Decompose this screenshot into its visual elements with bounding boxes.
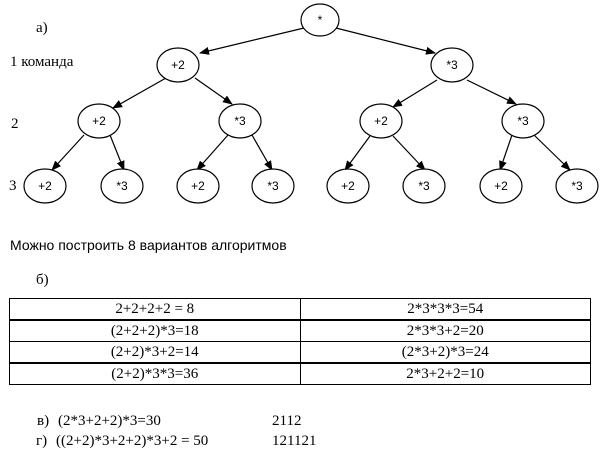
node-root-label: *	[318, 13, 323, 27]
node-l3h-label: *3	[571, 179, 583, 193]
part-a-label: а)	[36, 20, 48, 36]
edge-root-l1a	[199, 27, 305, 55]
node-l2a-label: +2	[92, 114, 106, 128]
edge-root-l1b	[335, 27, 436, 55]
table-cell: 2*3+2+2=10	[299, 362, 591, 385]
edge-l2a-l3a	[51, 134, 85, 171]
node-l3a-label: +2	[38, 179, 52, 193]
answer-g-code: 121121	[272, 433, 317, 449]
node-l2c	[359, 103, 403, 139]
node-l2b-label: *3	[234, 114, 246, 128]
node-l3b	[100, 168, 144, 204]
node-l3e	[326, 168, 370, 204]
node-l3a	[23, 168, 67, 204]
node-root	[300, 3, 340, 37]
table-cell: 2+2+2+2 = 8	[9, 298, 301, 321]
table-cell: 2*3*3*3=54	[299, 298, 591, 321]
edge-l2c-l3e	[344, 135, 371, 171]
node-l3d	[251, 168, 295, 204]
results-table: 2+2+2+2 = 8 2*3*3*3=54 (2+2+2)*3=18 2*3*…	[9, 298, 591, 385]
edge-l1b-l2d	[466, 79, 517, 105]
answer-g-label: г)	[36, 433, 48, 449]
node-l2b	[218, 103, 262, 139]
node-l3g	[479, 168, 523, 204]
node-l1b	[430, 47, 474, 83]
level1-label: 1 команда	[10, 54, 74, 70]
table-cell: (2+2)*3*3=36	[9, 362, 301, 385]
node-l2d	[501, 103, 545, 139]
level2-label: 2	[11, 116, 19, 132]
node-l3e-label: +2	[341, 179, 355, 193]
node-l3d-label: *3	[267, 179, 279, 193]
table-row: (2+2+2)*3=18 2*3*3+2=20	[9, 319, 591, 342]
edge-l2d-l3g	[499, 134, 513, 171]
node-l3b-label: *3	[116, 179, 128, 193]
answer-v-expression: (2*3+2+2)*3=30	[58, 413, 161, 429]
edge-l2b-l3d	[251, 134, 273, 171]
table-cell: (2*3+2)*3=24	[299, 341, 591, 364]
level3-label: 3	[9, 178, 17, 194]
answer-g-expression: ((2+2)*3+2+2)*3+2 = 50	[56, 433, 209, 449]
edge-l1b-l2c	[392, 79, 438, 108]
node-l2d-label: *3	[517, 114, 529, 128]
answer-v-label: в)	[37, 413, 50, 429]
table-row: 2+2+2+2 = 8 2*3*3*3=54	[9, 298, 591, 321]
node-l1b-label: *3	[446, 58, 458, 72]
summary-text: Можно построить 8 вариантов алгоритмов	[10, 237, 287, 253]
table-cell: 2*3*3+2=20	[299, 319, 591, 342]
edge-l2c-l3f	[392, 135, 426, 171]
node-l3f-label: *3	[418, 179, 430, 193]
part-b-label: б)	[36, 272, 49, 288]
edge-l2d-l3h	[533, 134, 571, 171]
node-l3c	[176, 168, 220, 204]
tree-nodes	[23, 3, 599, 204]
table-row: (2+2)*3*3=36 2*3+2+2=10	[9, 362, 591, 385]
node-l3f	[402, 168, 446, 204]
node-l1a	[156, 47, 200, 83]
node-l2a	[77, 103, 121, 139]
node-l1a-label: +2	[171, 58, 185, 72]
node-l3c-label: +2	[191, 179, 205, 193]
table-cell: (2+2)*3+2=14	[9, 341, 301, 364]
edge-l1a-l2b	[194, 77, 233, 105]
node-l3g-label: +2	[494, 179, 508, 193]
node-l2c-label: +2	[374, 114, 388, 128]
edge-l2b-l3c	[196, 134, 229, 171]
node-l3h	[555, 168, 599, 204]
answer-v-code: 2112	[272, 413, 302, 429]
table-row: (2+2)*3+2=14 (2*3+2)*3=24	[9, 341, 591, 364]
table-cell: (2+2+2)*3=18	[9, 319, 301, 342]
edge-l1a-l2a	[112, 77, 167, 109]
edge-l2a-l3b	[109, 134, 125, 171]
tree-edges	[51, 27, 571, 171]
